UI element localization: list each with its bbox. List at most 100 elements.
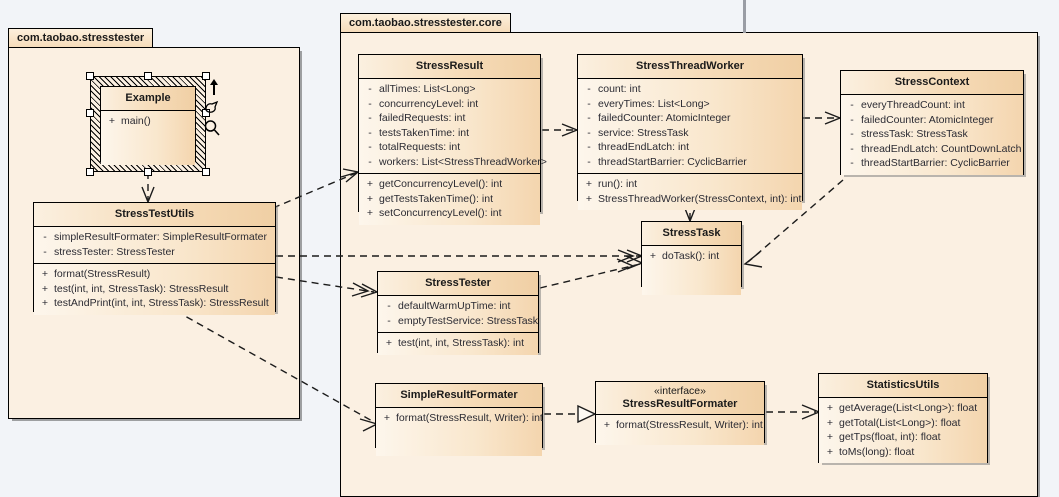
visibility-marker: + <box>585 178 593 190</box>
visibility-marker: + <box>108 115 116 127</box>
resize-handle-se[interactable] <box>202 168 210 176</box>
visibility-marker: + <box>41 268 49 280</box>
class-stress-result[interactable]: StressResult -allTimes: List<Long> -conc… <box>358 54 547 225</box>
member-text: testAndPrint(int, int, StressTask): Stre… <box>54 297 269 309</box>
class-stress-tester-title: StressTester <box>378 272 538 296</box>
class-stress-thread-worker-attributes: -count: int -everyTimes: List<Long> -fai… <box>578 79 802 174</box>
resize-handle-s[interactable] <box>144 168 152 176</box>
class-stress-thread-worker-operations: + run(): int +StressThreadWorker(StressCo… <box>578 174 802 210</box>
member-text: getConcurrencyLevel(): int <box>379 178 503 190</box>
example-class-selection[interactable]: Example + main() <box>86 72 210 176</box>
member-row: -totalRequests: int <box>361 140 538 155</box>
class-simple-result-formater[interactable]: SimpleResultFormater +format(StressResul… <box>375 383 543 456</box>
member-row: -threadEndLatch: int <box>580 140 800 155</box>
member-row: - stressTester: StressTester <box>36 245 273 260</box>
member-text: failedCounter: AtomicInteger <box>861 113 994 126</box>
member-row: + testAndPrint(int, int, StressTask): St… <box>36 296 273 311</box>
class-stress-task-title: StressTask <box>642 222 741 246</box>
visibility-marker: - <box>850 99 854 111</box>
visibility-marker: + <box>826 431 834 443</box>
visibility-marker: + <box>603 419 611 431</box>
member-text: everyThreadCount: int <box>861 99 965 111</box>
interface-name: StressResultFormater <box>622 398 738 410</box>
class-statistics-utils[interactable]: StatisticsUtils +getAverage(List<Long>):… <box>818 373 988 463</box>
visibility-marker: - <box>43 245 47 258</box>
class-stress-thread-worker[interactable]: StressThreadWorker -count: int -everyTim… <box>577 54 803 210</box>
member-row: -threadEndLatch: CountDownLatch <box>843 142 1021 157</box>
package-stresstester-tab[interactable]: com.taobao.stresstester <box>8 28 154 47</box>
member-text: format(StressResult, Writer): int <box>396 412 543 424</box>
visibility-marker: + <box>826 445 834 458</box>
visibility-marker: + <box>41 282 49 295</box>
member-text: doTask(): int <box>662 250 720 262</box>
resize-handle-w[interactable] <box>86 109 94 117</box>
member-row: +setConcurrencyLevel(): int <box>361 206 538 221</box>
magnifier-icon[interactable] <box>203 119 221 142</box>
member-row: - simpleResultFormater: SimpleResultForm… <box>36 230 273 245</box>
resize-handle-n[interactable] <box>144 72 152 80</box>
class-stress-thread-worker-title: StressThreadWorker <box>578 55 802 79</box>
member-text: defaultWarmUpTime: int <box>398 300 511 312</box>
member-row: -failedRequests: int <box>361 111 538 126</box>
member-row: -emptyTestService: StressTask <box>380 314 538 329</box>
member-text: threadEndLatch: int <box>598 141 690 153</box>
up-arrow-icon[interactable] <box>206 78 222 101</box>
member-row: +format(StressResult, Writer): int <box>598 418 763 433</box>
visibility-marker: - <box>587 83 591 95</box>
visibility-marker: + <box>41 297 49 309</box>
class-stress-result-attributes: -allTimes: List<Long> -concurrencyLevel:… <box>359 79 547 174</box>
visibility-marker: - <box>850 142 854 155</box>
visibility-marker: + <box>585 192 593 205</box>
resize-handle-nw[interactable] <box>86 72 94 80</box>
visibility-marker: + <box>385 337 393 349</box>
package-core-tab[interactable]: com.taobao.stresstester.core <box>340 13 511 32</box>
pen-icon[interactable] <box>203 100 221 121</box>
visibility-marker: - <box>850 113 854 126</box>
class-stress-tester[interactable]: StressTester -defaultWarmUpTime: int -em… <box>377 271 539 355</box>
visibility-marker: + <box>826 416 834 429</box>
member-text: everyTimes: List<Long> <box>598 97 710 110</box>
member-text: main() <box>121 115 151 127</box>
class-stress-test-utils[interactable]: StressTestUtils - simpleResultFormater: … <box>33 202 276 315</box>
member-row: +getTestsTakenTime(): int <box>361 192 538 207</box>
member-row: -threadStartBarrier: CyclicBarrier <box>843 156 1021 171</box>
class-stress-result-formater-title: «interface» StressResultFormater <box>596 382 764 415</box>
class-stress-result-formater[interactable]: «interface» StressResultFormater +format… <box>595 381 765 445</box>
visibility-marker: - <box>368 112 372 124</box>
member-text: getTestsTakenTime(): int <box>379 192 493 205</box>
visibility-marker: - <box>43 231 47 243</box>
member-row: +toMs(long): float <box>821 445 985 460</box>
member-text: stressTask: StressTask <box>861 128 968 140</box>
resize-handle-sw[interactable] <box>86 168 94 176</box>
class-example[interactable]: Example + main() <box>100 86 196 165</box>
class-statistics-utils-title: StatisticsUtils <box>819 374 987 398</box>
member-row: -testsTakenTime: int <box>361 126 538 141</box>
member-row: -threadStartBarrier: CyclicBarrier <box>580 155 800 170</box>
member-text: totalRequests: int <box>379 141 461 153</box>
class-example-operations: + main() <box>101 111 195 165</box>
class-stress-context[interactable]: StressContext -everyThreadCount: int -fa… <box>840 70 1024 175</box>
member-row: +getTotal(List<Long>): float <box>821 416 985 431</box>
member-text: getAverage(List<Long>): float <box>839 402 978 414</box>
member-row: +StressThreadWorker(StressContext, int):… <box>580 192 802 207</box>
visibility-marker: - <box>387 300 391 312</box>
member-text: stressTester: StressTester <box>54 245 175 258</box>
member-text: test(int, int, StressTask): StressResult <box>54 282 229 295</box>
member-text: failedRequests: int <box>379 112 466 124</box>
visibility-marker: - <box>387 314 391 327</box>
member-row: -stressTask: StressTask <box>843 127 1021 142</box>
resize-handle-ne[interactable] <box>202 72 210 80</box>
member-text: getTps(float, int): float <box>839 431 941 443</box>
member-row: -count: int <box>580 82 800 97</box>
member-text: run(): int <box>598 178 638 190</box>
member-row: +getAverage(List<Long>): float <box>821 401 985 416</box>
class-stress-task-operations: +doTask(): int <box>642 246 741 295</box>
vertical-divider <box>743 0 746 33</box>
member-row: -failedCounter: AtomicInteger <box>843 113 1021 128</box>
visibility-marker: + <box>383 412 391 424</box>
visibility-marker: - <box>368 83 372 95</box>
visibility-marker: - <box>587 126 591 139</box>
member-row: + run(): int <box>580 177 800 192</box>
class-stress-task[interactable]: StressTask +doTask(): int <box>641 221 742 295</box>
member-row: + format(StressResult) <box>36 267 273 282</box>
